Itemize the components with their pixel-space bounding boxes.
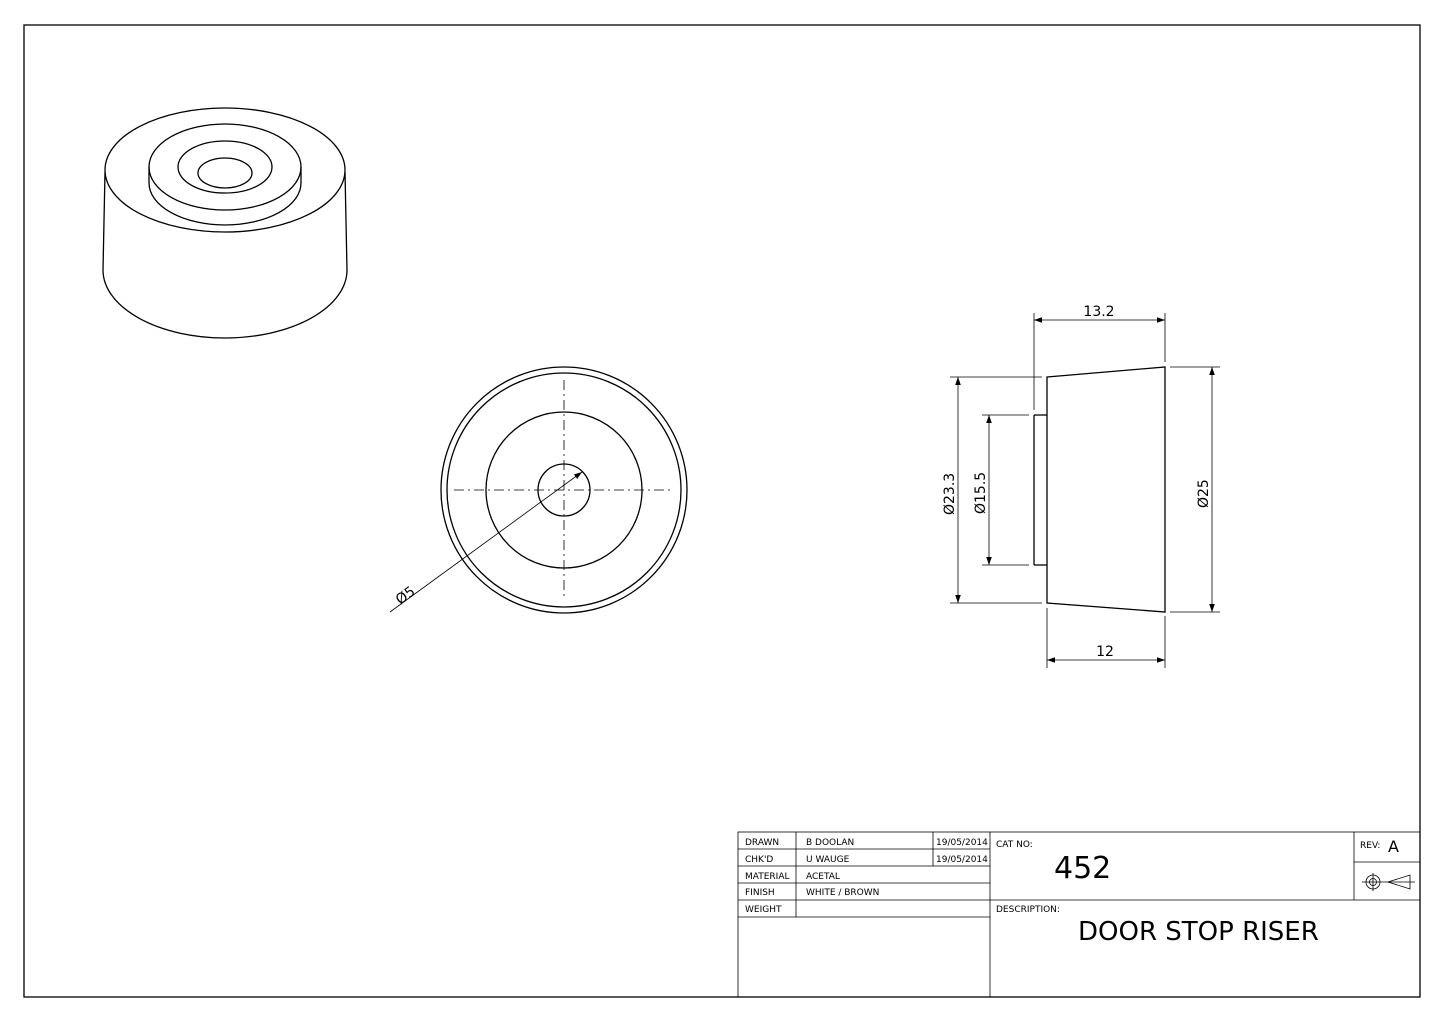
value-checked: U WAUGE: [806, 855, 850, 865]
dim-large-diameter: Ø25: [1196, 479, 1212, 508]
value-drawn: B DOOLAN: [806, 838, 854, 848]
sheet-border: [23, 24, 1421, 998]
label-checked: CHK'D: [745, 855, 773, 865]
title-block: DRAWN B DOOLAN 19/05/2014 CHK'D U WAUGE …: [737, 831, 1421, 998]
rev-label: REV:: [1360, 841, 1380, 851]
cat-no-value: 452: [1054, 851, 1111, 886]
date-drawn: 19/05/2014: [936, 838, 988, 848]
dim-small-diameter: Ø23.3: [942, 473, 958, 515]
value-material: ACETAL: [806, 872, 840, 882]
description-label: DESCRIPTION:: [996, 905, 1060, 915]
label-weight: WEIGHT: [745, 905, 782, 915]
dim-body-length: 12: [1096, 644, 1114, 660]
dim-hole-diameter: Ø5: [393, 584, 419, 609]
front-view: Ø5: [389, 366, 688, 614]
label-material: MATERIAL: [745, 872, 790, 882]
dim-step-diameter: Ø15.5: [973, 472, 989, 514]
label-finish: FINISH: [745, 888, 775, 898]
value-finish: WHITE / BROWN: [806, 888, 879, 898]
dim-overall-length: 13.2: [1083, 304, 1114, 320]
isometric-view: [102, 107, 348, 339]
label-drawn: DRAWN: [745, 838, 779, 848]
date-checked: 19/05/2014: [936, 855, 988, 865]
projection-symbol-icon: [1362, 873, 1415, 891]
side-view: 13.2 12 Ø23.3 Ø15.5 Ø25: [942, 304, 1220, 668]
cat-no-label: CAT NO:: [996, 840, 1033, 850]
description-value: DOOR STOP RISER: [1078, 917, 1319, 947]
rev-value: A: [1388, 837, 1399, 856]
